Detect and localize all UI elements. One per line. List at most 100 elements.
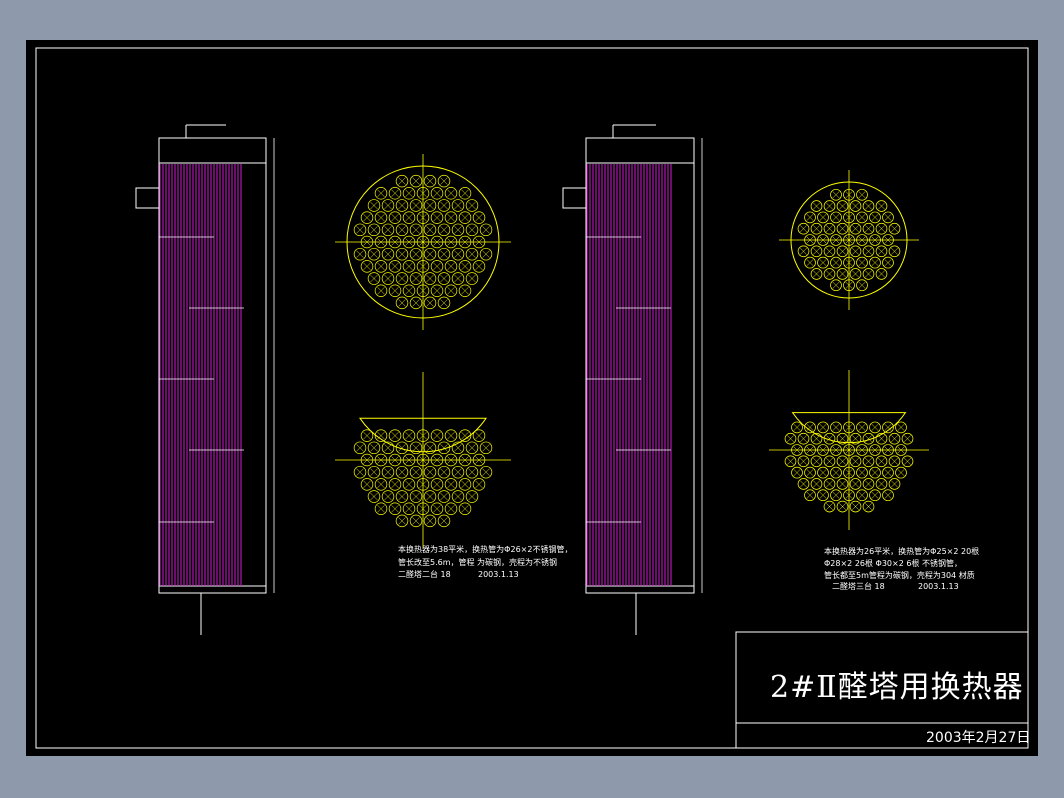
- tube-hole: [817, 466, 829, 479]
- left-baffle-segment: [335, 372, 511, 548]
- tube-hole: [465, 199, 479, 212]
- tube-hole: [444, 284, 458, 297]
- tube-hole: [882, 489, 894, 502]
- tube-hole: [423, 296, 437, 310]
- tube-hole: [395, 247, 409, 261]
- left-note-line3: 二醛塔二台 18: [398, 570, 451, 579]
- tube-hole: [888, 455, 901, 468]
- tube-hole: [353, 223, 367, 237]
- tube-hole: [472, 429, 486, 442]
- right-baffles: [586, 236, 671, 523]
- right-note-line4: 二醛塔三台 18: [832, 582, 885, 591]
- tube-hole: [353, 465, 367, 479]
- baffle-outline: [358, 417, 488, 453]
- tube-hole: [810, 245, 823, 258]
- tube-hole: [437, 199, 451, 212]
- tube-hole: [402, 260, 416, 273]
- tube-hole: [836, 245, 849, 258]
- tube-hole: [823, 222, 836, 235]
- tube-hole: [817, 489, 829, 502]
- tube-hole: [797, 432, 810, 445]
- tube-hole: [888, 432, 901, 445]
- tube-hole: [817, 211, 829, 224]
- tube-hole: [810, 268, 823, 280]
- tube-hole: [830, 256, 842, 269]
- tube-hole: [804, 421, 816, 434]
- tube-hole: [875, 478, 888, 490]
- tube-hole: [465, 223, 479, 237]
- tube-hole: [849, 200, 862, 212]
- tube-hole: [360, 260, 374, 273]
- tube-hole: [437, 465, 451, 479]
- tube-hole: [823, 478, 836, 490]
- tube-hole: [360, 429, 374, 442]
- tube-hole: [423, 441, 437, 455]
- tube-hole: [849, 245, 862, 258]
- tube-hole: [395, 174, 409, 188]
- tube-hole: [409, 199, 423, 212]
- tube-hole: [862, 268, 875, 280]
- drawing-sheet: 本换热器为38平米，换热管为Φ26×2不锈钢管， 管长改至5.6m，管程 为碳钢…: [26, 40, 1038, 756]
- tube-hole: [465, 272, 479, 285]
- tube-hole: [381, 490, 395, 503]
- tube-hole: [367, 272, 381, 285]
- left-note-date: 2003.1.13: [478, 570, 519, 579]
- tube-hole: [869, 489, 881, 502]
- tube-hole: [882, 211, 894, 224]
- tube-hole: [444, 260, 458, 273]
- tube-hole: [856, 466, 868, 479]
- tube-hole: [437, 514, 451, 528]
- tube-hole: [862, 432, 875, 445]
- tube-hole: [458, 211, 472, 224]
- tube-hole: [423, 514, 437, 528]
- tube-hole: [849, 455, 862, 468]
- tube-hole: [423, 199, 437, 212]
- tube-hole: [367, 199, 381, 212]
- tube-hole: [830, 188, 842, 201]
- tube-hole: [791, 466, 803, 479]
- tube-hole: [875, 268, 888, 280]
- tube-hole: [437, 441, 451, 455]
- tube-hole: [451, 490, 465, 503]
- tube-hole: [856, 489, 868, 502]
- right-tube-bundle: [586, 164, 672, 586]
- tube-hole: [797, 478, 810, 490]
- tube-hole: [374, 478, 388, 491]
- tube-hole: [869, 211, 881, 224]
- tube-hole: [395, 199, 409, 212]
- tube-hole: [869, 421, 881, 434]
- tube-hole: [862, 455, 875, 468]
- tube-hole: [810, 200, 823, 212]
- tube-hole: [817, 256, 829, 269]
- right-baffle-segment: [769, 370, 929, 530]
- tube-hole: [458, 429, 472, 442]
- tube-hole: [856, 421, 868, 434]
- tube-hole: [381, 465, 395, 479]
- tube-hole: [836, 200, 849, 212]
- tube-hole: [437, 296, 451, 310]
- tube-hole: [409, 247, 423, 261]
- right-tubesheet-full: [779, 170, 919, 310]
- tube-hole: [895, 466, 907, 479]
- tube-hole: [888, 245, 901, 258]
- baffle-outline: [791, 412, 907, 444]
- tube-hole: [430, 187, 444, 200]
- tube-hole: [388, 478, 402, 491]
- tube-hole: [374, 429, 388, 442]
- tube-hole: [823, 245, 836, 258]
- tube-hole: [444, 478, 458, 491]
- tube-hole: [423, 174, 437, 188]
- left-baffles: [159, 236, 244, 523]
- tube-hole: [875, 455, 888, 468]
- tube-hole: [875, 432, 888, 445]
- tube-hole: [823, 500, 836, 513]
- tube-hole: [374, 284, 388, 297]
- tube-hole: [444, 502, 458, 515]
- tube-hole: [849, 500, 862, 513]
- right-note-line1: 本换热器为26平米，换热管为Φ25×2 20根: [824, 547, 980, 556]
- tube-hole: [817, 421, 829, 434]
- right-note-line2: Φ28×2 26根 Φ30×2 6根 不锈钢管，: [824, 559, 962, 568]
- tube-hole: [882, 466, 894, 479]
- tube-hole: [423, 465, 437, 479]
- drawing-title: 2#Ⅱ醛塔用换热器: [770, 670, 1024, 705]
